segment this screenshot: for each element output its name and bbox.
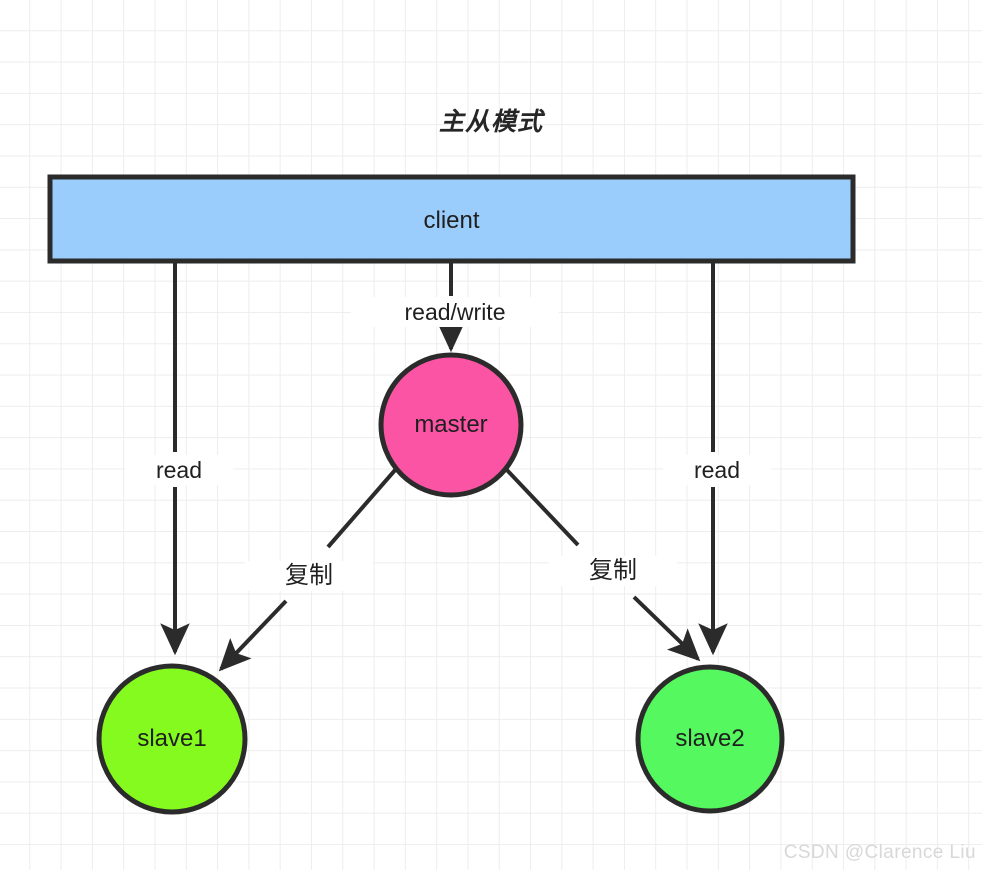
edge-master-slave2-lower	[632, 595, 701, 662]
edge-label-read-write: read/write	[351, 297, 559, 327]
watermark: CSDN @Clarence Liu	[783, 842, 976, 863]
edge-master-slave2-upper	[504, 467, 580, 547]
edge-label-read-slave2: read	[663, 455, 771, 485]
node-slave2[interactable]	[635, 664, 785, 814]
edge-master-slave1-upper	[326, 467, 398, 549]
node-master[interactable]	[378, 352, 524, 498]
edge-label-replicate-slave2: 复制	[549, 556, 677, 586]
node-client[interactable]	[47, 174, 856, 264]
edge-label-read-slave1: read	[125, 455, 233, 485]
page-title: 主从模式	[438, 108, 543, 136]
edge-master-slave1-lower	[218, 599, 288, 672]
edge-label-replicate-slave1: 复制	[245, 561, 373, 591]
node-slave1[interactable]	[96, 663, 248, 815]
